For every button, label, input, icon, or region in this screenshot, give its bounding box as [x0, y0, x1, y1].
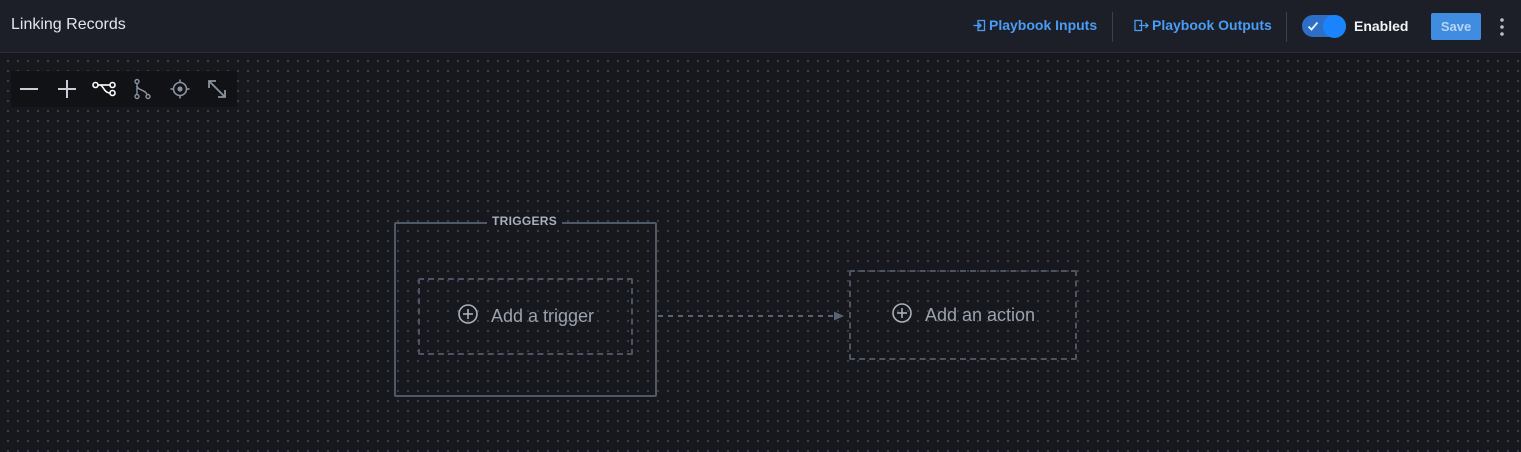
save-button[interactable]: Save	[1431, 13, 1481, 40]
plus-circle-icon	[457, 303, 479, 330]
playbook-outputs-link[interactable]: Playbook Outputs	[1134, 17, 1272, 33]
playbook-canvas[interactable]: TRIGGERS Add a trigger	[0, 53, 1521, 452]
playbook-outputs-label: Playbook Outputs	[1152, 17, 1272, 33]
toggle-knob	[1323, 15, 1346, 38]
connector-arrow	[658, 311, 844, 321]
plus-circle-icon	[891, 302, 913, 329]
output-icon	[1134, 19, 1149, 32]
header-divider	[1112, 12, 1113, 42]
auto-layout-icon[interactable]	[91, 77, 117, 101]
add-trigger-label: Add a trigger	[490, 306, 595, 326]
header-divider	[1286, 12, 1287, 42]
zoom-out-icon[interactable]	[16, 77, 42, 101]
enabled-toggle[interactable]	[1302, 15, 1346, 38]
more-options-icon[interactable]	[1495, 15, 1509, 39]
enabled-label: Enabled	[1354, 18, 1409, 34]
branch-path-icon[interactable]	[129, 77, 155, 101]
triggers-heading: TRIGGERS	[487, 214, 563, 228]
playbook-inputs-link[interactable]: Playbook Inputs	[973, 17, 1097, 33]
fit-to-screen-icon[interactable]	[204, 77, 230, 101]
add-trigger-button[interactable]: Add a trigger	[418, 278, 633, 355]
playbook-title: Linking Records	[11, 16, 126, 33]
zoom-in-icon[interactable]	[54, 77, 80, 101]
input-icon	[973, 19, 986, 32]
canvas-toolbar	[11, 71, 237, 107]
center-target-icon[interactable]	[167, 77, 193, 101]
add-action-label: Add an action	[924, 304, 1036, 325]
check-icon	[1307, 19, 1319, 37]
header-bar: Linking Records Playbook Inputs Pla	[0, 0, 1521, 53]
playbook-inputs-label: Playbook Inputs	[989, 17, 1098, 33]
add-action-button[interactable]: Add an action	[849, 270, 1077, 360]
